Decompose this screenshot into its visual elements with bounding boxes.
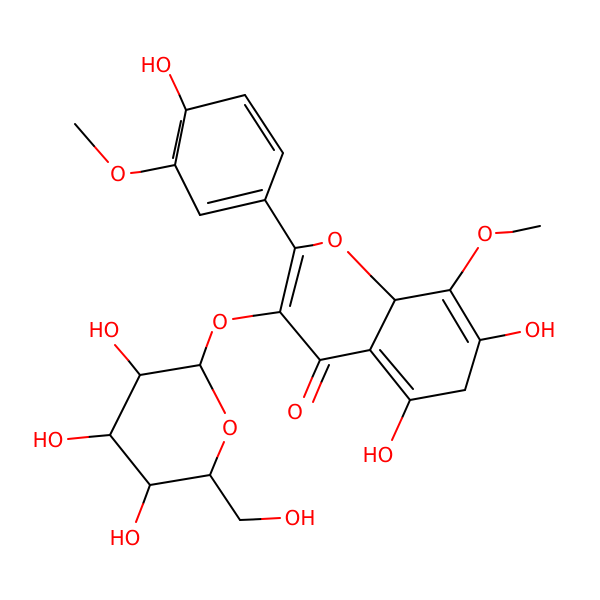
methoxy-oxygen-label-top: O	[110, 162, 126, 186]
oxygen-bonds	[67, 74, 521, 523]
methoxy-oxygen-label-right: O	[477, 222, 493, 246]
carbonyl-oxygen-label: O	[287, 400, 303, 424]
sugar-hydroxyl-label-4: HO	[110, 526, 141, 550]
sugar-hydroxyl-label-2: HO	[89, 318, 120, 342]
hydroxyl-label-c7: OH	[525, 318, 556, 342]
sugar-ring-oxygen-label: O	[222, 416, 238, 440]
ether-oxygen-label: O	[212, 310, 228, 334]
sugar-hydroxyl-label-3: HO	[33, 428, 64, 452]
carbon-bonds	[109, 94, 541, 521]
atom-labels: HO O O O OH O O HO HO O HO HO OH	[33, 53, 556, 550]
hydroxyl-label-c5: HO	[363, 443, 394, 467]
sugar-hydroxyl-label-6: OH	[285, 506, 316, 530]
hydroxyl-label-top: HO	[141, 53, 172, 77]
ring-oxygen-label: O	[327, 228, 343, 252]
